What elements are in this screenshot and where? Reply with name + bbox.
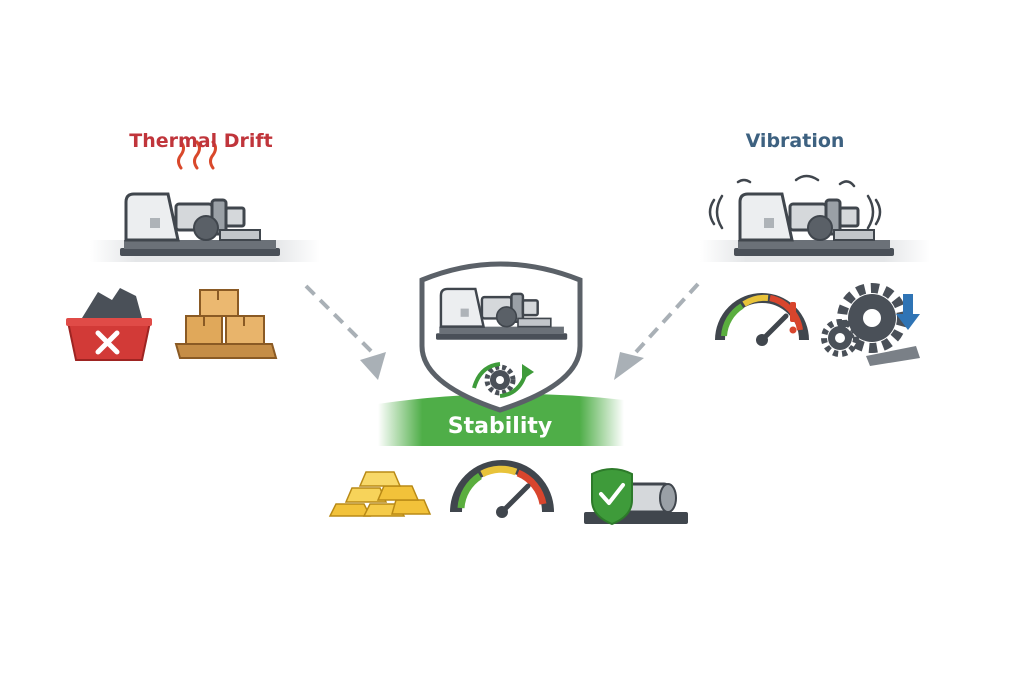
gear-cycle-icon <box>472 362 534 398</box>
vibration-lines-icon <box>708 174 882 230</box>
hot-lathe-icon <box>118 192 282 258</box>
left-arrow-head <box>360 352 386 380</box>
right-factor-group <box>614 174 930 380</box>
thermal-drift-title: Thermal Drift <box>129 130 273 152</box>
right-arrow-line <box>634 282 700 354</box>
left-factor-group <box>66 140 386 380</box>
stability-band <box>378 393 624 446</box>
boxed-inventory-icon <box>174 289 278 359</box>
gears-down-icon <box>821 283 920 366</box>
gauge-warning-icon <box>715 293 809 346</box>
vibration-title: Vibration <box>745 130 845 152</box>
left-arrow-line <box>304 284 374 354</box>
shield-check-machine-icon <box>584 468 688 526</box>
stability-label: Stability <box>447 414 553 439</box>
performance-gauge-icon <box>450 460 554 518</box>
gold-bars-icon <box>328 471 432 517</box>
scrap-bin-icon <box>66 288 152 361</box>
right-arrow-head <box>614 352 644 380</box>
center-group <box>328 261 688 526</box>
heat-waves-icon <box>177 140 217 170</box>
